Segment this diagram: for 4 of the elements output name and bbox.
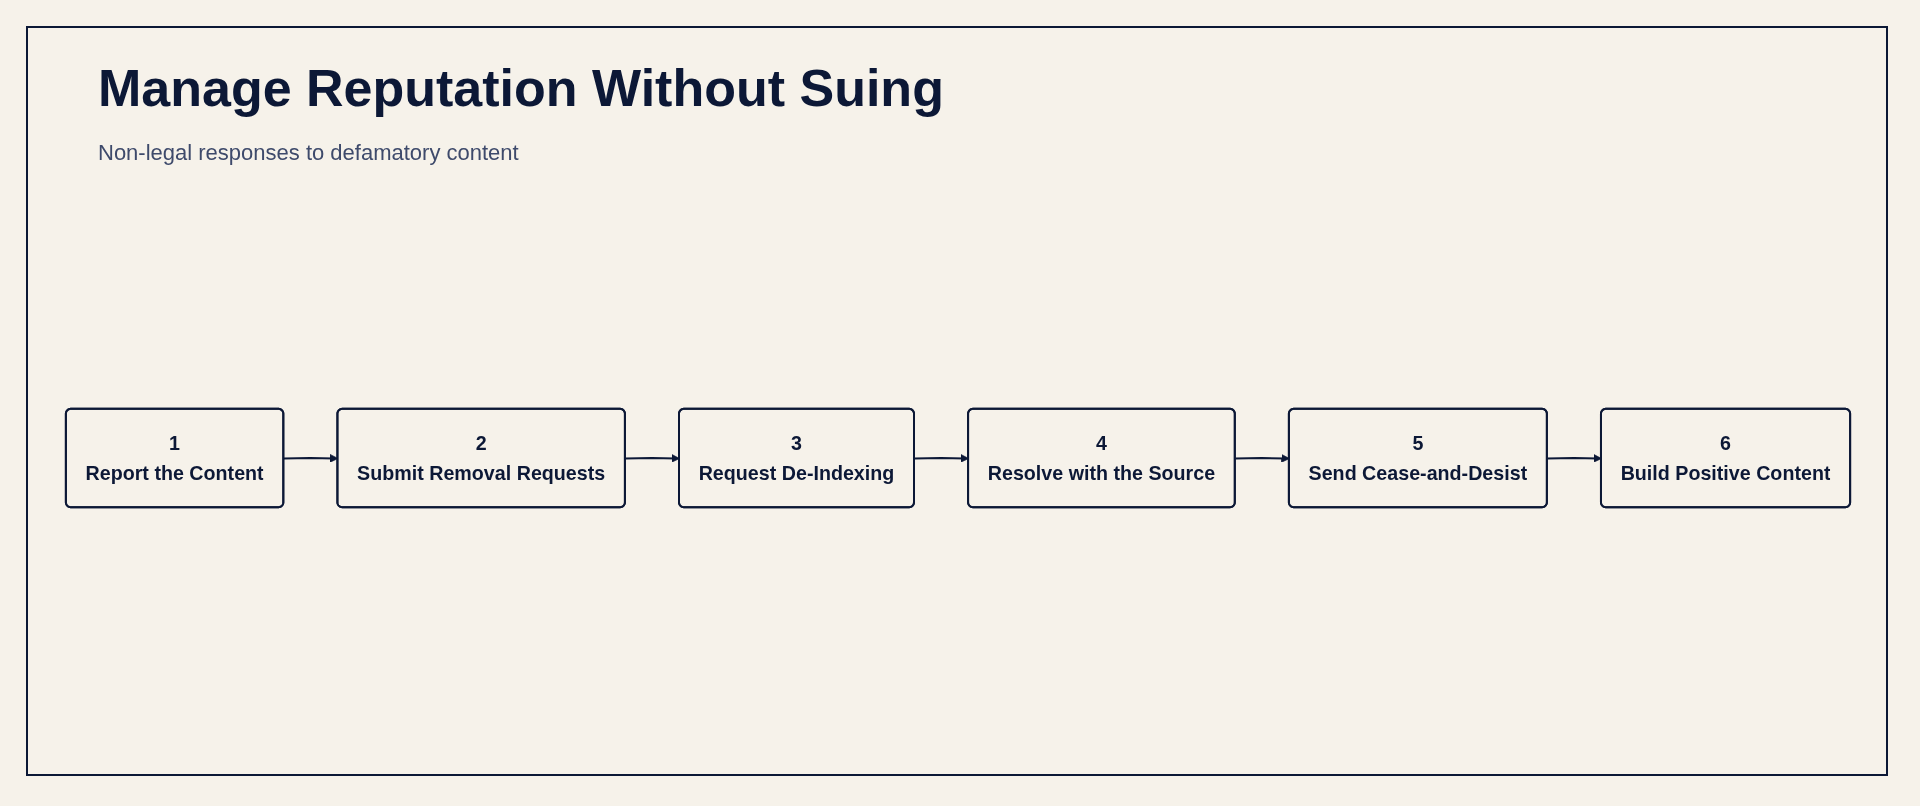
subtitle: Non-legal responses to defamatory content <box>98 140 519 166</box>
title: Manage Reputation Without Suing <box>98 58 944 118</box>
arrow <box>624 454 680 463</box>
arrow <box>913 454 969 463</box>
